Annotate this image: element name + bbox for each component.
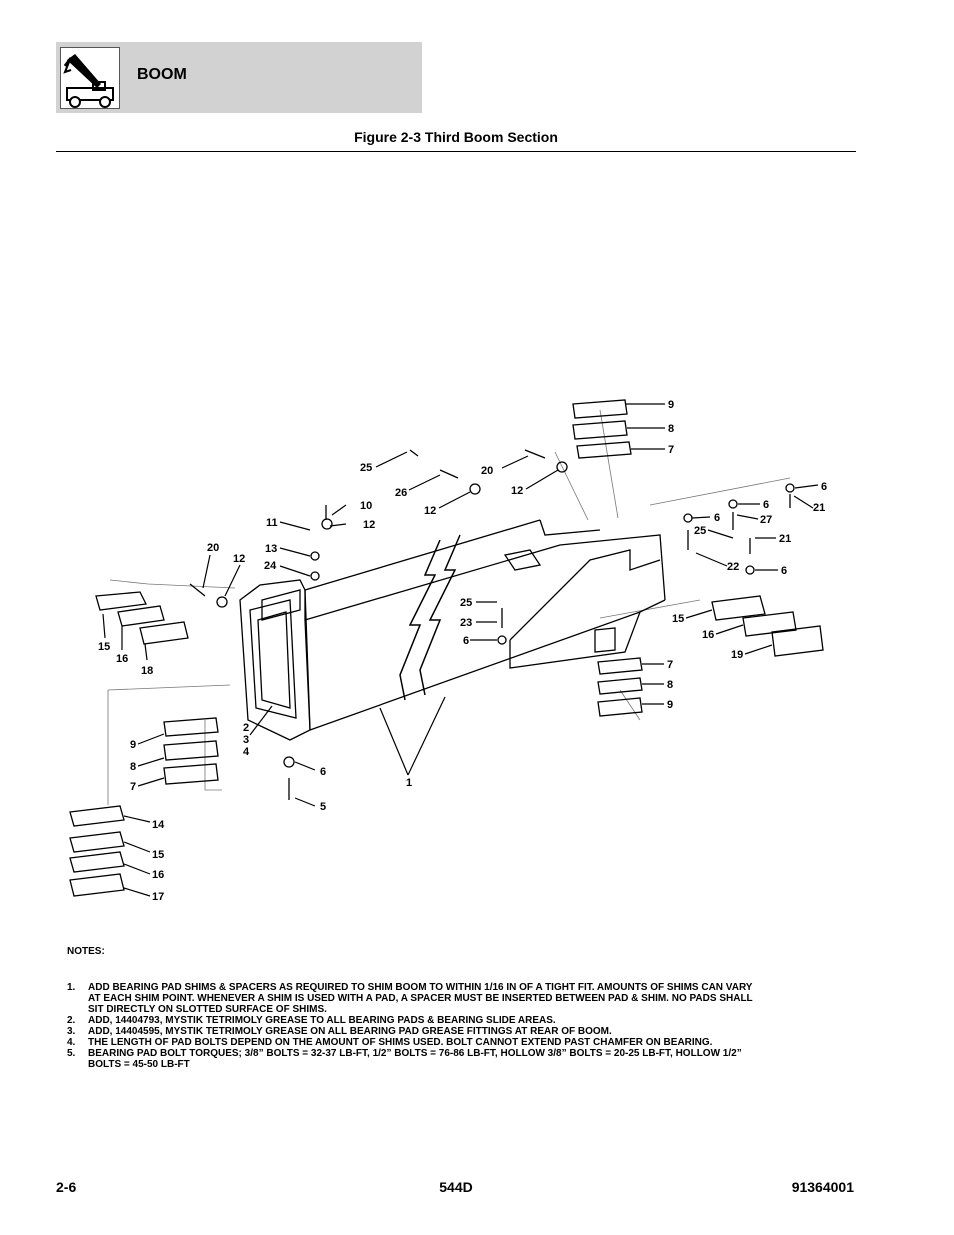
note-text: ADD, 14404793, MYSTIK TETRIMOLY GREASE T… (88, 1015, 556, 1026)
note-number: 1. (67, 982, 76, 993)
callout-12c: 12 (363, 519, 375, 531)
callout-16c: 16 (152, 869, 164, 881)
callout-6c: 6 (714, 512, 720, 524)
callout-13: 13 (265, 543, 277, 555)
section-header: BOOM (56, 42, 422, 113)
callout-9c: 9 (130, 739, 136, 751)
callout-3: 3 (243, 734, 249, 746)
callout-12d: 12 (233, 553, 245, 565)
note-text: THE LENGTH OF PAD BOLTS DEPEND ON THE AM… (88, 1037, 713, 1048)
callout-11: 11 (266, 517, 278, 529)
callout-12b: 12 (424, 505, 436, 517)
note-text: BEARING PAD BOLT TORQUES; 3/8” BOLTS = 3… (88, 1048, 742, 1070)
callout-10: 10 (360, 500, 372, 512)
note-item: 3. ADD, 14404595, MYSTIK TETRIMOLY GREAS… (67, 1026, 767, 1037)
callout-14: 14 (152, 819, 165, 831)
callout-24: 24 (264, 560, 277, 572)
callout-25c: 25 (460, 597, 472, 609)
callout-20b: 20 (207, 542, 219, 554)
callout-15c: 15 (152, 849, 164, 861)
callout-6e: 6 (463, 635, 469, 647)
note-number: 2. (67, 1015, 76, 1026)
figure-title: Figure 2-3 Third Boom Section (354, 129, 558, 145)
callout-23: 23 (460, 617, 472, 629)
note-item: 4. THE LENGTH OF PAD BOLTS DEPEND ON THE… (67, 1037, 767, 1048)
callout-21b: 21 (779, 533, 791, 545)
callout-5: 5 (320, 801, 326, 813)
callout-26: 26 (395, 487, 407, 499)
callout-9b: 9 (667, 699, 673, 711)
callout-19: 19 (731, 649, 743, 661)
notes-list: 1. ADD BEARING PAD SHIMS & SPACERS AS RE… (67, 982, 767, 1070)
document-number: 91364001 (791, 1179, 854, 1195)
callout-7a: 7 (668, 444, 674, 456)
callout-15a: 15 (672, 613, 684, 625)
callout-21a: 21 (813, 502, 825, 514)
note-text: ADD, 14404595, MYSTIK TETRIMOLY GREASE O… (88, 1026, 612, 1037)
note-number: 3. (67, 1026, 76, 1037)
callout-6f: 6 (320, 766, 326, 778)
callout-22: 22 (727, 561, 739, 573)
callout-18: 18 (141, 665, 153, 677)
boom-linework (69, 399, 824, 897)
callout-6a: 6 (821, 481, 827, 493)
callout-6d: 6 (781, 565, 787, 577)
telehandler-boom-icon (60, 47, 120, 109)
callout-25a: 25 (360, 462, 372, 474)
notes-heading: NOTES: (67, 946, 105, 957)
callout-7b: 7 (667, 659, 673, 671)
callout-27: 27 (760, 514, 772, 526)
note-item: 1. ADD BEARING PAD SHIMS & SPACERS AS RE… (67, 982, 767, 1015)
callout-8c: 8 (130, 761, 136, 773)
callout-4: 4 (243, 746, 250, 758)
note-number: 4. (67, 1037, 76, 1048)
callout-labels: 9 8 7 25 20 26 12 12 6 21 6 27 6 25 21 2… (98, 399, 827, 903)
callout-16a: 16 (702, 629, 714, 641)
callout-8b: 8 (667, 679, 673, 691)
callout-9a: 9 (668, 399, 674, 411)
note-item: 2. ADD, 14404793, MYSTIK TETRIMOLY GREAS… (67, 1015, 767, 1026)
note-number: 5. (67, 1048, 76, 1059)
callout-15b: 15 (98, 641, 110, 653)
callout-17: 17 (152, 891, 164, 903)
callout-6b: 6 (763, 499, 769, 511)
callout-25b: 25 (694, 525, 706, 537)
model-number: 544D (439, 1179, 473, 1195)
header-rule (56, 151, 856, 152)
boom-exploded-diagram: 9 8 7 25 20 26 12 12 6 21 6 27 6 25 21 2… (69, 399, 827, 903)
callout-16b: 16 (116, 653, 128, 665)
section-title: BOOM (137, 66, 187, 83)
callout-2: 2 (243, 722, 249, 734)
note-item: 5. BEARING PAD BOLT TORQUES; 3/8” BOLTS … (67, 1048, 767, 1070)
leader-arrows (102, 403, 819, 897)
callout-8a: 8 (668, 423, 674, 435)
callout-20a: 20 (481, 465, 493, 477)
callout-7c: 7 (130, 781, 136, 793)
callout-12a: 12 (511, 485, 523, 497)
callout-1: 1 (406, 777, 412, 789)
page-number: 2-6 (56, 1179, 77, 1195)
note-text: ADD BEARING PAD SHIMS & SPACERS AS REQUI… (88, 982, 753, 1015)
